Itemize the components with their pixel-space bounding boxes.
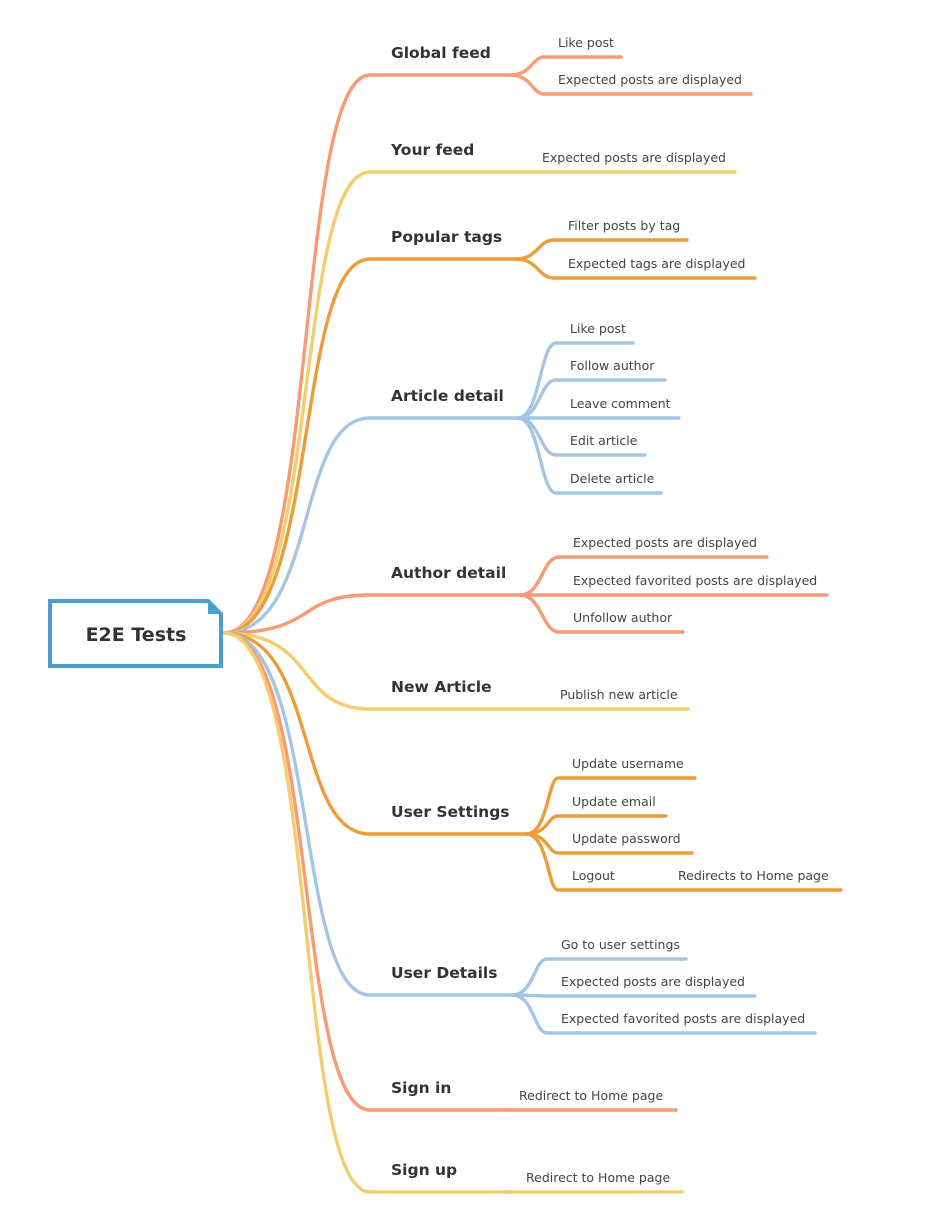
leaf-author-detail-expected-posts-are-displayed[interactable]: Expected posts are displayed [573,535,757,550]
leaf-connector-user-details-expected-posts-are-displayed [510,993,757,998]
leaf-popular-tags-expected-tags-are-displayed[interactable]: Expected tags are displayed [568,256,745,271]
branch-new-article[interactable]: New Article [391,678,492,696]
leaf-author-detail-unfollow-author[interactable]: Unfollow author [573,610,673,625]
leaf-sign-in-redirect-to-home-page[interactable]: Redirect to Home page [519,1088,663,1103]
branch-sign-in[interactable]: Sign in [391,1079,451,1097]
branch-sign-up[interactable]: Sign up [391,1161,457,1179]
leaf-connector-article-detail-delete-article [516,416,663,495]
leaf-connector-popular-tags-expected-tags-are-displayed [514,257,757,280]
connector-lines [222,55,843,1194]
leaf-your-feed-expected-posts-are-displayed[interactable]: Expected posts are displayed [542,150,726,165]
leaf-article-detail-follow-author[interactable]: Follow author [570,358,655,373]
branch-connector-user-settings [222,631,528,836]
leaf-user-settings-update-username[interactable]: Update username [572,756,684,771]
leaf-popular-tags-filter-posts-by-tag[interactable]: Filter posts by tag [568,218,680,233]
branch-your-feed[interactable]: Your feed [390,141,474,159]
leaf-user-details-go-to-user-settings[interactable]: Go to user settings [561,937,680,952]
branch-connector-article-detail [222,416,520,635]
leaf-global-feed-expected-posts-are-displayed[interactable]: Expected posts are displayed [558,72,742,87]
branch-connector-user-details [222,631,514,997]
leaf-sign-up-redirect-to-home-page[interactable]: Redirect to Home page [526,1170,670,1185]
leaf-article-detail-like-post[interactable]: Like post [570,321,626,336]
leaf-user-details-expected-posts-are-displayed[interactable]: Expected posts are displayed [561,974,745,989]
branch-connector-popular-tags [222,257,518,635]
branch-connector-new-article [222,631,512,711]
branch-article-detail[interactable]: Article detail [391,387,504,405]
root-node-box [48,599,223,668]
leaf-article-detail-edit-article[interactable]: Edit article [570,433,638,448]
branch-connector-your-feed [222,170,512,635]
leaf-global-feed-like-post[interactable]: Like post [558,35,614,50]
branch-user-details[interactable]: User Details [391,964,497,982]
leaf-connector-user-details-expected-favorited-posts-are-displayed [510,993,817,1035]
branch-global-feed[interactable]: Global feed [391,44,491,62]
root-node-label: E2E Tests [86,624,187,646]
leaf-article-detail-leave-comment[interactable]: Leave comment [570,396,671,411]
leaf-user-settings-redirects-to-home-page[interactable]: Redirects to Home page [678,868,829,883]
leaf-connector-user-settings-logout [524,832,668,892]
leaf-connector-global-feed-expected-posts-are-displayed [508,73,753,96]
leaf-user-settings-update-password[interactable]: Update password [572,831,681,846]
root-node-fold-corner [208,601,221,614]
branch-connector-sign-up [222,631,512,1194]
branch-popular-tags[interactable]: Popular tags [391,228,502,246]
branch-user-settings[interactable]: User Settings [391,803,510,821]
branch-connector-global-feed [222,73,512,635]
branch-connector-sign-in [222,631,512,1112]
branch-connector-author-detail [222,593,522,635]
root-node[interactable]: E2E Tests [48,599,223,668]
branch-author-detail[interactable]: Author detail [391,564,506,582]
leaf-user-settings-update-email[interactable]: Update email [572,794,656,809]
leaf-user-details-expected-favorited-posts-are-displayed[interactable]: Expected favorited posts are displayed [561,1011,805,1026]
leaf-author-detail-expected-favorited-posts-are-displayed[interactable]: Expected favorited posts are displayed [573,573,817,588]
leaf-new-article-publish-new-article[interactable]: Publish new article [560,687,678,702]
leaf-connector-author-detail-unfollow-author [518,593,685,634]
leaf-user-settings-logout[interactable]: Logout [572,868,615,883]
leaf-article-detail-delete-article[interactable]: Delete article [570,471,655,486]
